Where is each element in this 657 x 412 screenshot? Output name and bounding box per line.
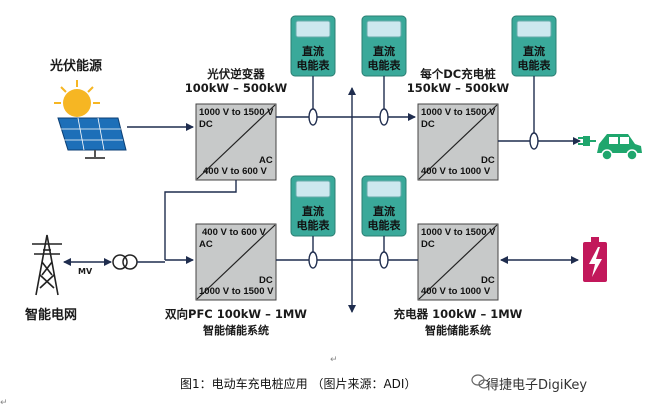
meter-4-label: 直流电能表 bbox=[296, 205, 330, 232]
meter-3-label: 直流电能表 bbox=[517, 45, 551, 72]
dc-charger-power: 150kW – 500kW bbox=[406, 81, 510, 95]
charger-bottom-tag: DC bbox=[481, 275, 495, 286]
dc-meter-5 bbox=[361, 175, 407, 237]
converter-inverter bbox=[195, 103, 277, 181]
watermark: 得捷电子DigiKey bbox=[486, 378, 588, 393]
pfc-top-text: 400 V to 600 V bbox=[202, 227, 266, 238]
inverter-bottom-tag: AC bbox=[259, 155, 273, 166]
transmission-tower-icon bbox=[32, 234, 62, 296]
inverter-power: 100kW – 500kW bbox=[184, 81, 288, 95]
dccharger-top-text: 1000 V to 1500 V bbox=[421, 107, 496, 118]
return-mark-corner: ↵ bbox=[0, 398, 8, 408]
meter-1-label: 直流电能表 bbox=[296, 45, 330, 72]
charger-top-tag: DC bbox=[421, 239, 435, 250]
pfc-title: 双向PFC 100kW – 1MW bbox=[165, 307, 307, 321]
meter-5-label: 直流电能表 bbox=[367, 205, 401, 232]
electric-car-icon bbox=[597, 134, 642, 161]
converter-dc-charger bbox=[417, 103, 499, 181]
transformer-icon bbox=[112, 254, 138, 270]
current-sensors bbox=[308, 108, 539, 269]
charger-top-text: 1000 V to 1500 V bbox=[421, 227, 496, 238]
dccharger-top-tag: DC bbox=[421, 119, 435, 130]
meter-2-label: 直流电能表 bbox=[367, 45, 401, 72]
inverter-title: 光伏逆变器 bbox=[207, 67, 265, 81]
solar-panel-sun-icon bbox=[54, 80, 127, 159]
solar-label: 光伏能源 bbox=[50, 59, 103, 74]
pfc-bottom-tag: DC bbox=[259, 275, 273, 286]
figure-caption: 图1：电动车充电桩应用 （图片来源：ADI） bbox=[180, 377, 417, 391]
charger-bottom-text: 400 V to 1000 V bbox=[421, 286, 491, 297]
pfc-bottom-text: 1000 V to 1500 V bbox=[199, 286, 274, 297]
grid-label: 智能电网 bbox=[25, 308, 78, 323]
inverter-top-text: 1000 V to 1500 V bbox=[199, 107, 274, 118]
dccharger-bottom-tag: DC bbox=[481, 155, 495, 166]
charger-subtitle: 智能储能系统 bbox=[425, 324, 491, 337]
dc-meter-2 bbox=[361, 15, 407, 77]
line-inverter-pfc bbox=[164, 180, 237, 260]
dc-charger-title: 每个DC充电桩 bbox=[420, 67, 496, 81]
pfc-subtitle: 智能储能系统 bbox=[203, 324, 269, 337]
wechat-icon bbox=[471, 374, 490, 389]
mv-label: MV bbox=[78, 267, 93, 276]
inverter-bottom-text: 400 V to 600 V bbox=[203, 166, 267, 177]
dc-meter-1 bbox=[290, 15, 336, 77]
converter-pfc bbox=[195, 223, 277, 301]
battery-charging-icon bbox=[583, 237, 607, 282]
inverter-top-tag: DC bbox=[199, 119, 213, 130]
plug-icon bbox=[578, 136, 596, 146]
converter-charger bbox=[417, 223, 499, 301]
dc-meter-4 bbox=[290, 175, 336, 237]
charger-title: 充电器 100kW – 1MW bbox=[393, 307, 523, 321]
return-mark: ↵ bbox=[330, 355, 338, 365]
pfc-top-tag: AC bbox=[199, 239, 213, 250]
dccharger-bottom-text: 400 V to 1000 V bbox=[421, 166, 491, 177]
dc-meter-3 bbox=[511, 15, 557, 77]
